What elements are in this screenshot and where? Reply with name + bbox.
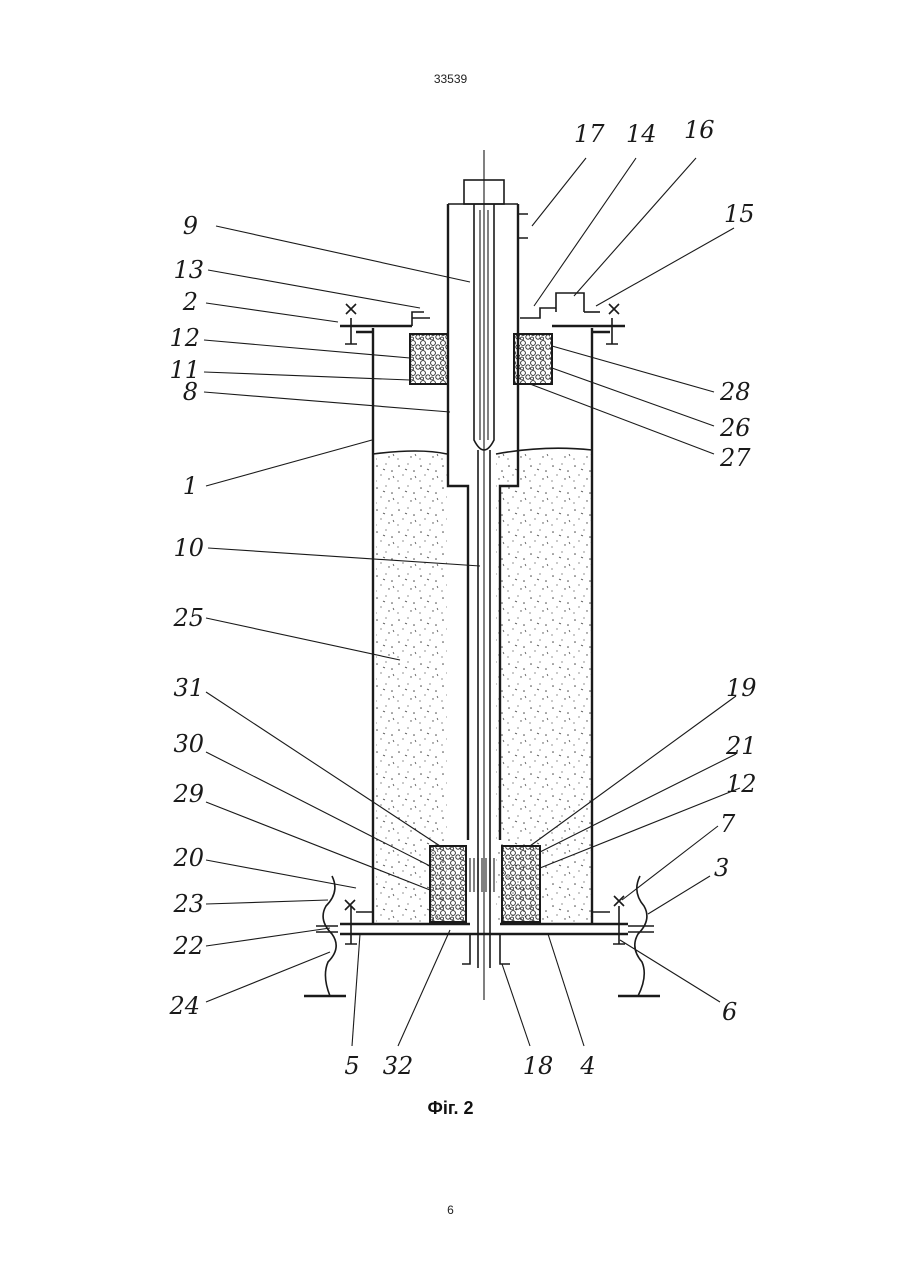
page-number: 6 — [0, 1203, 901, 1217]
top-lid — [412, 293, 600, 326]
label-30: 30 — [173, 730, 204, 758]
label-17: 17 — [574, 120, 605, 148]
figure-caption: Фіг. 2 — [0, 1098, 901, 1119]
lower-packing — [430, 846, 540, 922]
label-6: 6 — [722, 998, 737, 1026]
label-5: 5 — [344, 1052, 359, 1080]
label-29: 29 — [172, 780, 204, 808]
top-flange — [340, 304, 625, 344]
label-19: 19 — [726, 674, 757, 702]
label-26: 26 — [719, 414, 751, 442]
label-10: 10 — [173, 534, 204, 562]
label-23: 23 — [172, 890, 204, 918]
label-13: 13 — [173, 256, 204, 284]
label-31: 31 — [173, 674, 204, 702]
label-24: 24 — [168, 992, 200, 1020]
label-28: 28 — [719, 378, 751, 406]
label-27: 27 — [719, 444, 751, 472]
label-14: 14 — [626, 120, 657, 148]
label-8: 8 — [183, 378, 198, 406]
label-21: 21 — [725, 732, 757, 760]
label-22: 22 — [172, 932, 204, 960]
label-20: 20 — [172, 844, 204, 872]
leader-lines — [204, 158, 740, 1046]
label-16: 16 — [684, 116, 715, 144]
label-1: 1 — [183, 472, 198, 500]
label-25: 25 — [172, 604, 204, 632]
label-15: 15 — [724, 200, 755, 228]
label-2: 2 — [182, 288, 198, 316]
label-4: 4 — [579, 1052, 595, 1080]
label-18: 18 — [523, 1052, 554, 1080]
label-12-top: 12 — [169, 324, 200, 352]
label-3: 3 — [714, 854, 729, 882]
label-9: 9 — [183, 212, 198, 240]
upper-packing — [410, 334, 552, 384]
label-7: 7 — [720, 810, 736, 838]
label-12-bottom: 12 — [726, 770, 757, 798]
label-32: 32 — [383, 1052, 414, 1080]
